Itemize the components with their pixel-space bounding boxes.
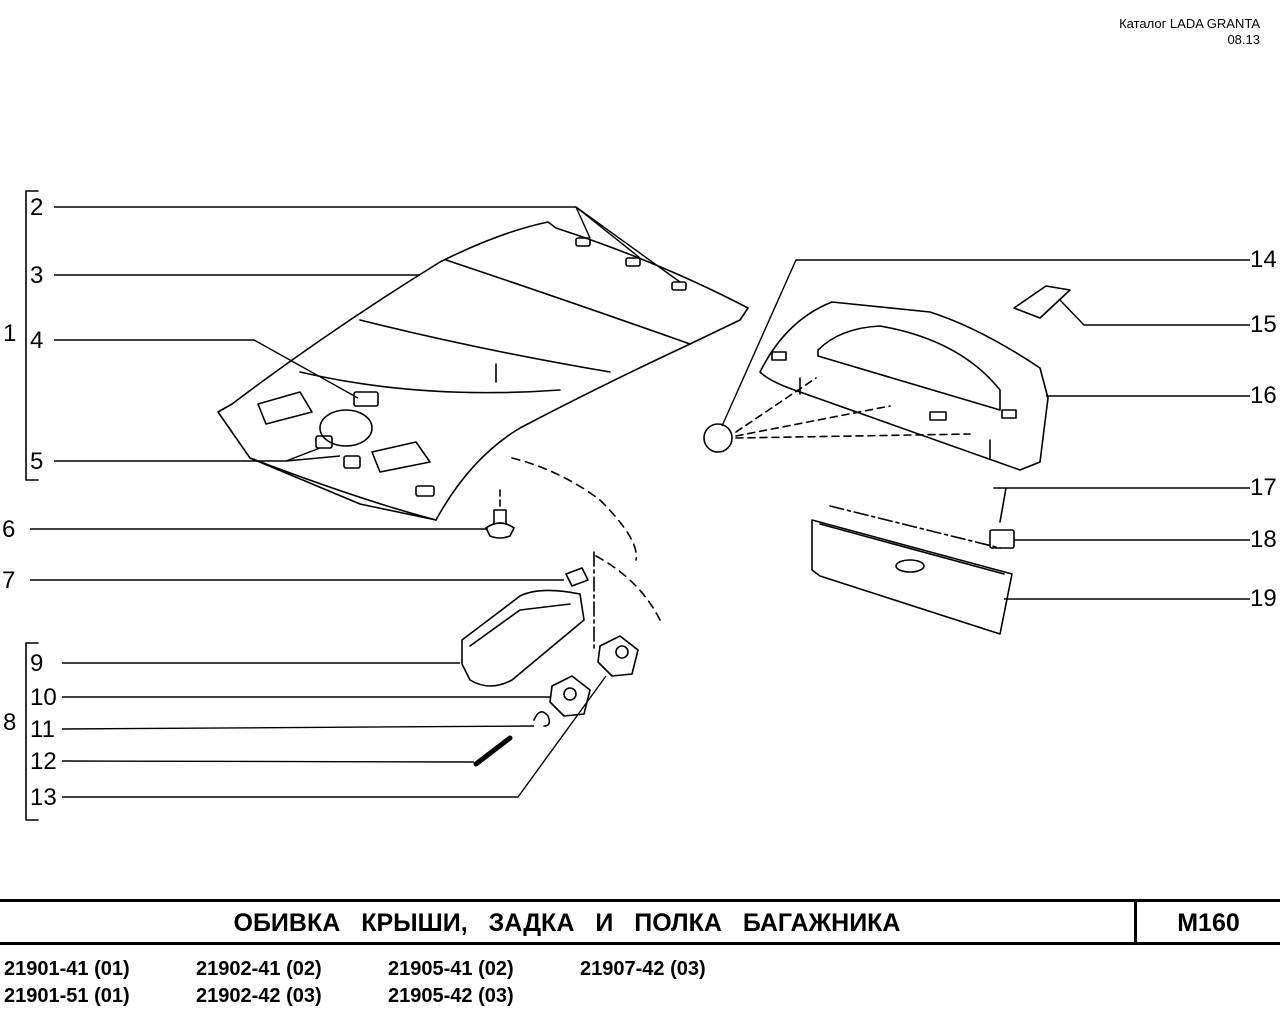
fixing-cap	[353, 391, 379, 407]
model-code: 21902-41 (02)	[196, 958, 322, 980]
callout-16: 16	[1250, 382, 1277, 409]
model-code: 21901-41 (01)	[4, 958, 130, 980]
callout-13: 13	[30, 784, 57, 811]
callout-5: 5	[30, 448, 44, 475]
catalog-date: 08.13	[1227, 32, 1260, 47]
model-code: 21905-42 (03)	[388, 985, 514, 1007]
trim-clip	[989, 529, 1015, 549]
callout-group-1: 1	[3, 320, 17, 347]
callout-3: 3	[30, 262, 44, 289]
callout-2: 2	[30, 194, 44, 221]
callout-9: 9	[30, 650, 44, 677]
handle-bracket-right	[597, 635, 639, 677]
model-code: 21907-42 (03)	[580, 958, 706, 980]
trim-screw	[993, 487, 1007, 523]
callout-10: 10	[30, 684, 57, 711]
handle-bracket-left	[549, 675, 591, 717]
model-code: 21902-42 (03)	[196, 985, 322, 1007]
callout-6: 6	[2, 516, 16, 543]
pin	[473, 735, 513, 767]
parcel-shelf	[759, 301, 1049, 471]
model-code: 21901-51 (01)	[4, 985, 130, 1007]
page-code: М160	[1177, 909, 1240, 937]
title-divider	[1134, 902, 1137, 942]
dome-light-opening	[319, 409, 373, 447]
catalog-header: Каталог LADA GRANTA	[1119, 16, 1260, 31]
model-code: 21905-41 (02)	[388, 958, 514, 980]
callout-4: 4	[30, 327, 44, 354]
sun-visor-recess-right	[371, 441, 431, 473]
callout-11: 11	[30, 716, 55, 743]
spring	[533, 711, 551, 727]
callout-14: 14	[1250, 246, 1277, 273]
page-title: ОБИВКА КРЫШИ, ЗАДКА И ПОЛКА БАГАЖНИКА	[233, 909, 901, 937]
trunk-trim	[811, 519, 1013, 635]
bracket-group-8	[25, 642, 39, 821]
screw	[565, 567, 589, 587]
callout-17: 17	[1250, 474, 1277, 501]
grab-handle	[461, 589, 585, 687]
callout-12: 12	[30, 748, 57, 775]
headliner-clip	[485, 522, 515, 539]
callout-18: 18	[1250, 526, 1277, 553]
callout-19: 19	[1250, 585, 1277, 612]
callout-15: 15	[1250, 311, 1277, 338]
bracket-group-1	[25, 190, 39, 481]
callout-7: 7	[2, 567, 16, 594]
callout-group-8: 8	[3, 709, 17, 736]
title-bar: ОБИВКА КРЫШИ, ЗАДКА И ПОЛКА БАГАЖНИКА М1…	[0, 899, 1280, 945]
sun-visor-recess-left	[257, 391, 313, 425]
warning-label	[1013, 285, 1071, 319]
shelf-plug	[703, 423, 733, 453]
